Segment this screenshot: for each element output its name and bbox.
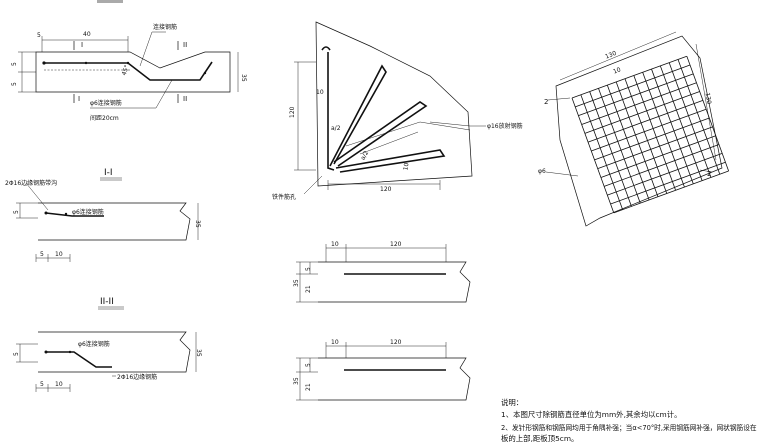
svg-text:2Φ16边缘钢筋带沟: 2Φ16边缘钢筋带沟: [5, 179, 57, 187]
svg-text:5: 5: [13, 210, 20, 214]
svg-text:10: 10: [612, 66, 622, 75]
svg-text:21: 21: [305, 383, 312, 391]
svg-text:5: 5: [11, 62, 18, 66]
mesh-bar-horizontal: [571, 55, 687, 99]
top-detail: 40 5 5 5 35 45° 连接钢筋 φ6连接钢筋 间距20cm I I I…: [11, 23, 247, 122]
svg-text:II-II: II-II: [100, 297, 114, 307]
svg-text:I-I: I-I: [104, 168, 113, 178]
svg-text:5: 5: [37, 32, 41, 39]
mesh-bar-horizontal: [604, 144, 720, 187]
svg-text:120: 120: [390, 339, 402, 346]
mesh-bar-horizontal: [587, 99, 704, 143]
svg-text:35: 35: [195, 349, 202, 357]
section-I-I: I-I 2Φ16边缘钢筋带沟 φ6连接钢筋 5 5 10 35: [5, 168, 201, 262]
mesh-bar-horizontal: [581, 82, 697, 125]
svg-text:I: I: [81, 41, 83, 49]
mesh-bar-vertical: [606, 85, 650, 201]
mesh-bar-horizontal: [594, 117, 710, 161]
svg-text:5: 5: [305, 363, 312, 367]
svg-text:II: II: [183, 41, 187, 49]
svg-text:10: 10: [402, 162, 410, 171]
mesh-bar-horizontal: [578, 73, 694, 117]
svg-text:10: 10: [55, 381, 63, 388]
slab-section-a: 10 120 5 35 21: [293, 241, 471, 303]
mesh-bar-vertical: [686, 56, 730, 172]
mesh-bar-vertical: [580, 94, 624, 210]
svg-text:φ6连接钢筋: φ6连接钢筋: [90, 99, 122, 107]
mesh-bar-vertical: [615, 81, 659, 197]
mesh-bar-vertical: [624, 78, 668, 194]
svg-text:5: 5: [305, 267, 312, 271]
svg-text:35: 35: [240, 74, 247, 82]
svg-text:2Φ16边缘钢筋: 2Φ16边缘钢筋: [117, 373, 157, 381]
mesh-bar-vertical: [598, 88, 641, 204]
svg-text:120: 120: [289, 106, 296, 118]
svg-text:φ6: φ6: [538, 168, 546, 175]
svg-text:a/2: a/2: [331, 125, 341, 132]
svg-text:铁件筋孔: 铁件筋孔: [272, 193, 296, 201]
mesh-bar-vertical: [668, 62, 712, 178]
mesh-bar-vertical: [651, 68, 694, 185]
svg-text:φ6连接钢筋: φ6连接钢筋: [72, 208, 104, 216]
svg-text:21: 21: [305, 285, 312, 293]
mesh-bar-horizontal: [607, 152, 723, 196]
svg-text:120: 120: [390, 241, 402, 248]
notes-line-2: 2、发针形钢筋和钢筋网均用于角隅补强；当α<70°时,采用钢筋网补强，网状钢筋设…: [501, 424, 757, 432]
svg-text:35: 35: [293, 377, 300, 385]
svg-text:5: 5: [40, 251, 44, 258]
corner-plan: 120 10 120 10 a/2 a/2 φ16放射钢筋 铁件筋孔: [272, 21, 523, 201]
notes-title: 说明：: [501, 398, 524, 407]
svg-text:35: 35: [194, 220, 201, 228]
svg-text:130: 130: [604, 50, 617, 61]
svg-text:10: 10: [331, 241, 339, 248]
svg-text:连接钢筋: 连接钢筋: [153, 23, 177, 31]
mesh-bar-horizontal: [575, 64, 691, 108]
mesh-bar-horizontal: [610, 161, 726, 205]
mesh-bar-horizontal: [597, 126, 713, 170]
slab-section-b: 10 120 5 35 21: [293, 339, 471, 401]
mesh-bar-vertical: [571, 97, 615, 213]
section-II-II: II-II φ6连接钢筋 2Φ16边缘钢筋 5 5 10 35: [13, 297, 202, 392]
svg-text:间距20cm: 间距20cm: [90, 114, 119, 122]
svg-text:10: 10: [55, 251, 63, 258]
svg-text:a/2: a/2: [359, 150, 370, 162]
svg-text:φ16放射钢筋: φ16放射钢筋: [487, 122, 523, 130]
mesh-bar-vertical: [659, 65, 703, 181]
notes-line-1: 1、本图尺寸除钢筋直径单位为mm外,其余均以cm计。: [501, 410, 682, 419]
mesh-bar-vertical: [642, 72, 685, 188]
mesh-plan: 130 10 130 2 2 φ6: [538, 31, 730, 227]
svg-text:10: 10: [316, 89, 324, 96]
toolbar-mark: [97, 0, 123, 3]
svg-text:130: 130: [704, 92, 713, 105]
svg-text:120: 120: [380, 186, 392, 193]
svg-text:2: 2: [544, 98, 548, 106]
notes-line-3: 板的上部,距板顶5cm。: [501, 434, 579, 443]
mesh-bar-vertical: [589, 91, 632, 207]
svg-text:5: 5: [40, 381, 44, 388]
svg-text:35: 35: [293, 279, 300, 287]
mesh-bar-horizontal: [600, 135, 716, 178]
svg-text:10: 10: [331, 339, 339, 346]
svg-text:45°: 45°: [121, 64, 131, 76]
mesh-bar-vertical: [677, 59, 721, 175]
svg-text:2: 2: [707, 170, 711, 178]
svg-text:II: II: [183, 95, 187, 103]
mesh-bar-horizontal: [613, 170, 729, 214]
svg-text:40: 40: [83, 31, 91, 38]
mesh-bar-horizontal: [591, 108, 707, 152]
svg-text:I: I: [78, 95, 80, 103]
mesh-bar-vertical: [633, 75, 677, 191]
mesh-bar-horizontal: [584, 91, 700, 134]
svg-text:5: 5: [13, 352, 20, 356]
svg-text:φ6连接钢筋: φ6连接钢筋: [78, 340, 110, 348]
svg-text:5: 5: [11, 82, 18, 86]
